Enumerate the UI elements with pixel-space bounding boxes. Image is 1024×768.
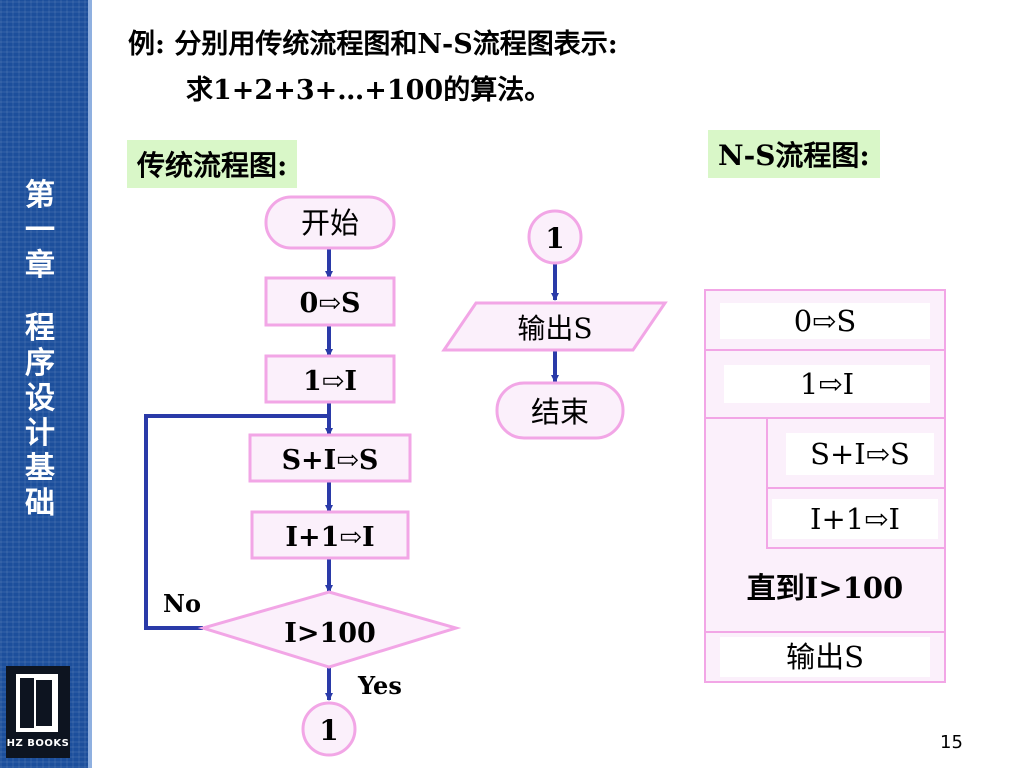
i-init-text: 1⇨I <box>303 366 357 397</box>
condition-text: I>100 <box>284 618 376 649</box>
i-init-box <box>264 354 396 404</box>
increment-box <box>250 510 410 560</box>
ns-row-accumulate: S+I⇨S <box>766 419 944 489</box>
yes-label: Yes <box>357 671 402 700</box>
no-label: No <box>163 589 201 618</box>
accumulate-box <box>248 433 412 483</box>
title-line-1: 例: 分别用传统流程图和N-S流程图表示: <box>128 29 618 60</box>
publisher-logo <box>6 666 70 758</box>
connector-top-text: 1 <box>545 222 564 255</box>
output-text: 输出S <box>517 312 592 345</box>
ns-increment-text: I+1⇨I <box>772 499 938 539</box>
start-text: 开始 <box>301 206 359 240</box>
chapter-char: 程 <box>25 311 55 346</box>
chapter-char: 第 <box>25 178 55 213</box>
loop-back-line <box>144 414 329 630</box>
accumulate-text: S+I⇨S <box>282 445 379 476</box>
ns-until-text: 直到I>100 <box>714 565 936 611</box>
chapter-char: 计 <box>25 416 55 451</box>
ns-row-s-init: 0⇨S <box>706 291 944 351</box>
connector-top <box>527 209 583 265</box>
title-line-2: 求1+2+3+…+100的算法。 <box>186 75 552 106</box>
slide-title: 例: 分别用传统流程图和N-S流程图表示: 求1+2+3+…+100的算法。 <box>128 22 618 114</box>
ns-i-init-text: 1⇨I <box>724 365 930 403</box>
sidebar: 第 一 章 程 序 设 计 基 础 HZ BOOKS <box>0 0 92 768</box>
chapter-char: 基 <box>25 451 55 486</box>
s-init-text: 0⇨S <box>300 288 361 319</box>
ns-output-text: 输出S <box>720 637 930 677</box>
start-terminal <box>264 195 396 250</box>
ns-row-until: 直到I>100 <box>706 549 944 633</box>
ns-row-output: 输出S <box>706 633 944 681</box>
publisher-logo-text: HZ BOOKS <box>6 738 70 749</box>
ns-row-increment: I+1⇨I <box>766 489 944 549</box>
traditional-flowchart-label: 传统流程图: <box>127 140 298 188</box>
condition-diamond <box>197 590 462 669</box>
ns-chart: 0⇨S 1⇨I S+I⇨S I+1⇨I 直到I>100 输出S <box>704 289 946 683</box>
page-number: 15 <box>940 732 963 753</box>
chapter-char: 序 <box>25 346 55 381</box>
connector-bottom-text: 1 <box>319 714 338 747</box>
output-parallelogram <box>441 301 668 352</box>
s-init-box <box>264 276 396 327</box>
ns-s-init-text: 0⇨S <box>720 303 930 339</box>
chapter-char: 础 <box>25 486 55 521</box>
connector-bottom <box>301 701 357 757</box>
chapter-char: 一 <box>25 213 55 248</box>
end-text: 结束 <box>531 395 589 429</box>
ns-accumulate-text: S+I⇨S <box>786 433 934 475</box>
chapter-title: 第 一 章 程 序 设 计 基 础 <box>18 178 62 521</box>
ns-row-i-init: 1⇨I <box>706 351 944 419</box>
chapter-char: 设 <box>25 381 55 416</box>
sidebar-edge <box>88 0 92 768</box>
increment-text: I+1⇨I <box>285 522 374 553</box>
end-terminal <box>495 381 625 440</box>
chapter-char: 章 <box>25 248 55 283</box>
ns-flowchart-label: N-S流程图: <box>708 130 880 178</box>
